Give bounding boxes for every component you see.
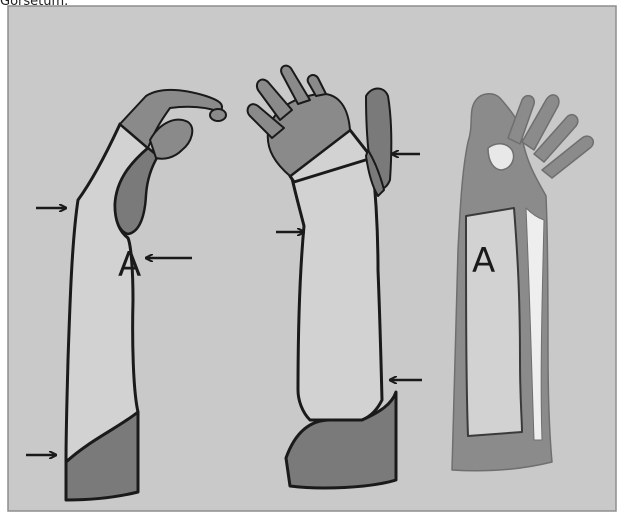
middle-cast-body (292, 158, 382, 420)
left-cast-label: A (118, 245, 141, 285)
left-fingertip (210, 109, 226, 121)
right-splint-label: A (472, 241, 495, 281)
